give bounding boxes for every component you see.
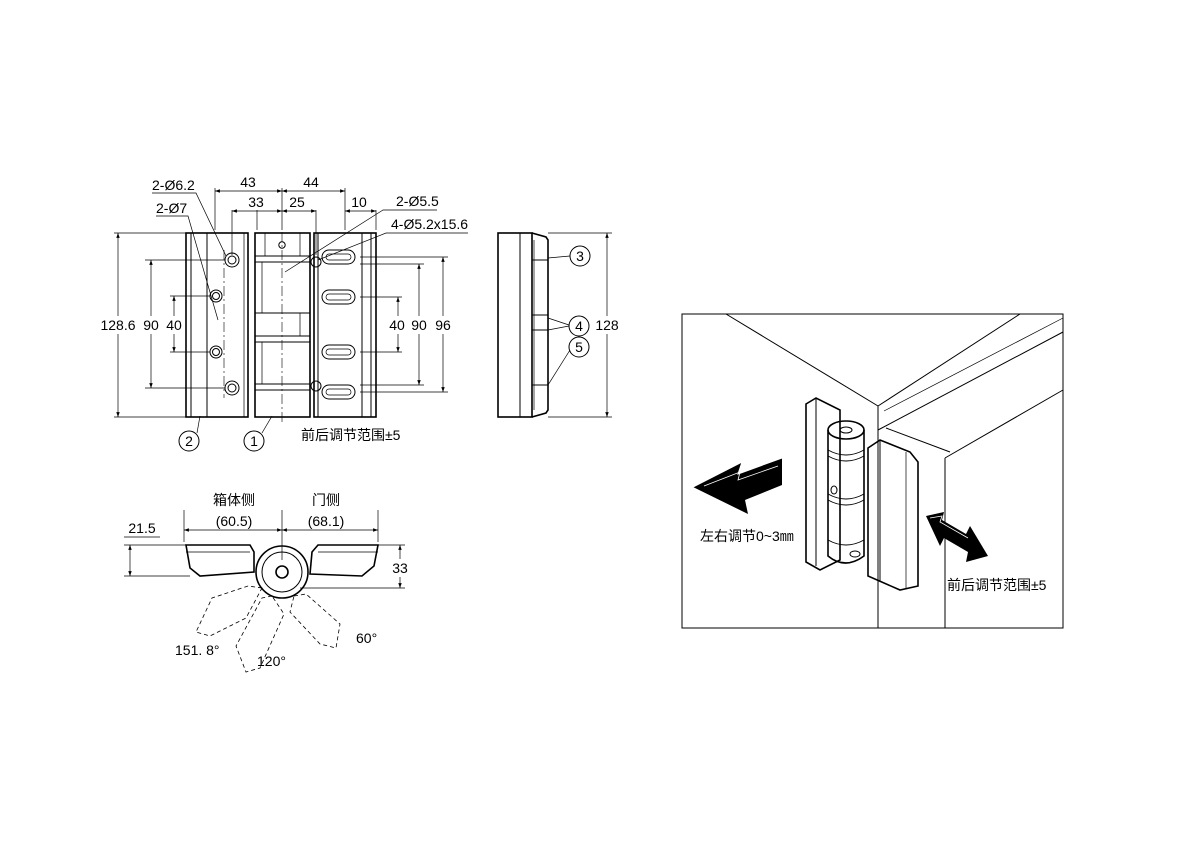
angle-120: 120° (257, 653, 286, 669)
box-side-label: 箱体侧 (213, 492, 255, 508)
hinge-knuckle (254, 232, 311, 425)
hinge-illustration (805, 397, 919, 591)
balloon-2: 2 (178, 415, 201, 452)
dim-25: 25 (289, 194, 305, 210)
right-dimensions: 40 90 96 (360, 256, 455, 393)
dim-90-right: 90 (411, 317, 427, 333)
front-view: 43 44 33 25 10 2-Ø6.2 2-Ø7 2-Ø5.5 4-Ø5.2… (99, 174, 468, 452)
top-view: 箱体侧 (60.5) 门侧 (68.1) 21.5 33 (124, 492, 410, 673)
balloon-1: 1 (243, 415, 273, 452)
perspective-view: 左右调节0~3㎜ 前后调节范围±5 (681, 313, 1064, 629)
dim-40-right: 40 (389, 317, 405, 333)
box-side-value: (60.5) (216, 513, 253, 529)
balloon-5: 5 (547, 336, 590, 386)
dim-44: 44 (303, 174, 319, 190)
door-side-value: (68.1) (308, 513, 345, 529)
swing-positions (195, 585, 341, 673)
left-right-adjust-label: 左右调节0~3㎜ (700, 528, 794, 544)
label-4-d5-2x15-6: 4-Ø5.2x15.6 (391, 216, 468, 232)
top-dimensions: 43 44 33 25 10 (214, 174, 377, 255)
svg-text:2: 2 (185, 433, 193, 449)
dim-96: 96 (435, 317, 451, 333)
dim-10: 10 (351, 194, 367, 210)
left-dimensions: 128.6 90 40 (99, 232, 225, 418)
dim-128: 128 (595, 317, 619, 333)
side-view: 128 3 4 5 (497, 232, 620, 418)
label-2-d6-2: 2-Ø6.2 (152, 177, 195, 193)
svg-text:4: 4 (575, 318, 583, 334)
dim-33: 33 (248, 194, 264, 210)
hole-callouts: 2-Ø6.2 2-Ø7 2-Ø5.5 4-Ø5.2x15.6 (152, 177, 468, 321)
angle-60: 60° (356, 630, 377, 646)
angle-151-8: 151. 8° (175, 642, 220, 658)
dim-40-left: 40 (166, 317, 182, 333)
svg-text:3: 3 (576, 248, 584, 264)
dim-128-6: 128.6 (100, 317, 135, 333)
label-2-d7: 2-Ø7 (156, 200, 187, 216)
front-back-adjust-label: 前后调节范围±5 (947, 577, 1047, 593)
left-leaf-holes (209, 250, 240, 398)
dim-33-depth: 33 (392, 560, 408, 576)
left-right-adjust-arrow (692, 457, 783, 514)
svg-text:1: 1 (250, 433, 258, 449)
dim-90-left: 90 (143, 317, 159, 333)
door-side-label: 门侧 (312, 492, 340, 508)
label-2-d5-5: 2-Ø5.5 (396, 193, 439, 209)
dim-21-5: 21.5 (128, 520, 155, 536)
svg-text:5: 5 (575, 339, 583, 355)
balloon-3: 3 (547, 245, 591, 267)
front-adjust-note: 前后调节范围±5 (301, 427, 401, 443)
hinge-leaf-left (185, 232, 249, 418)
front-back-adjust-arrow (926, 512, 988, 562)
dim-43: 43 (240, 174, 256, 190)
balloon-4: 4 (547, 315, 590, 337)
